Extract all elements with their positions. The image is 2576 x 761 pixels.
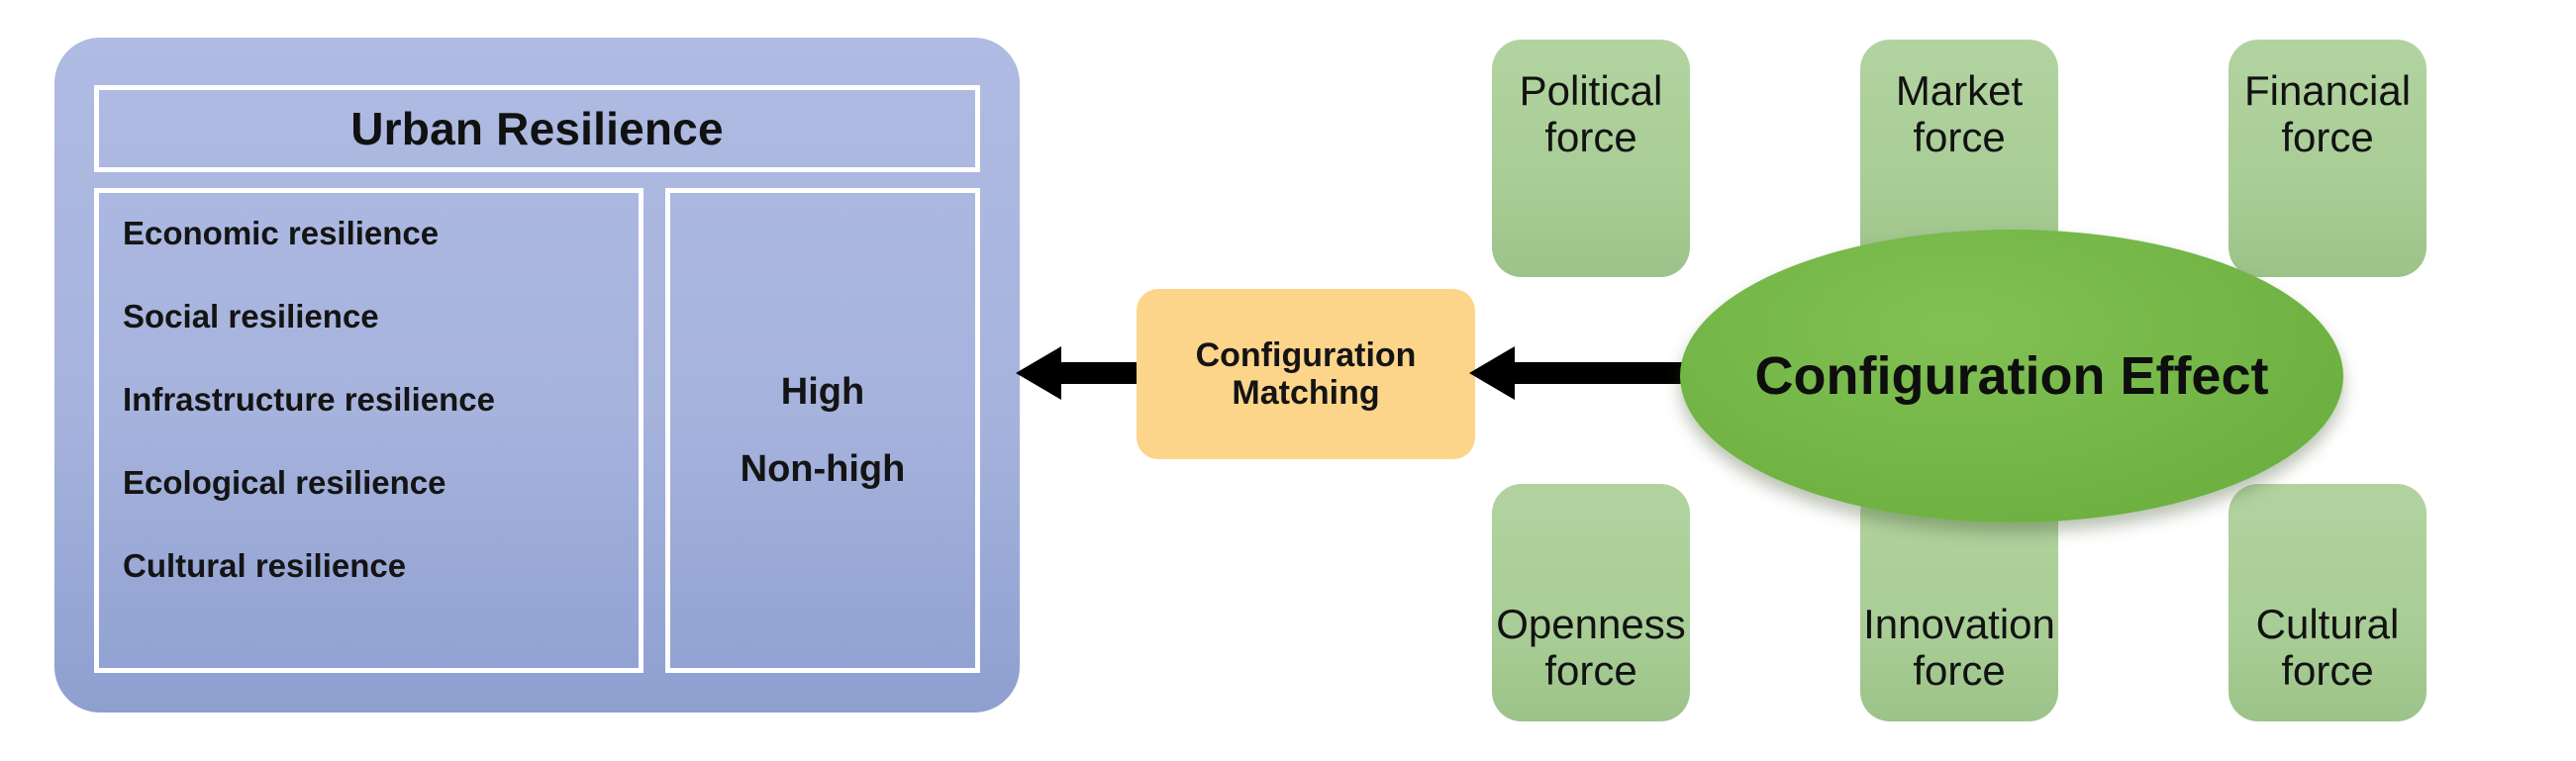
- list-item: Infrastructure resilience: [123, 381, 495, 418]
- list-item: Cultural resilience: [123, 547, 407, 584]
- resilience-level-high: High: [780, 371, 865, 413]
- arrow-effect-to-matching: [1469, 342, 1707, 404]
- force-label-line-1: Innovation: [1863, 600, 2055, 647]
- configuration-effect-label: Configuration Effect: [1754, 346, 2269, 406]
- force-label-line-1: Political: [1519, 67, 1663, 114]
- force-label-line-2: force: [1913, 114, 2006, 161]
- force-box-cultural: Cultural force: [2229, 484, 2427, 721]
- force-box-political: Political force: [1492, 40, 1690, 277]
- configuration-matching-line-2: Matching: [1232, 374, 1380, 412]
- resilience-dimensions-box: Economic resilience Social resilience In…: [94, 188, 644, 673]
- list-item: Ecological resilience: [123, 464, 446, 501]
- resilience-level-box: High Non-high: [665, 188, 980, 673]
- configuration-matching-line-1: Configuration: [1195, 335, 1417, 374]
- left-arrow-icon: [1469, 346, 1707, 400]
- force-label-line-2: force: [1913, 646, 2006, 694]
- force-label-line-1: Openness: [1496, 600, 1686, 647]
- force-label-line-1: Financial: [2243, 67, 2412, 114]
- list-item: Social resilience: [123, 298, 379, 334]
- resilience-level-non-high: Non-high: [740, 448, 906, 490]
- force-box-openness: Openness force: [1492, 484, 1690, 721]
- force-label-line-2: force: [1544, 646, 1637, 694]
- urban-resilience-panel: Urban Resilience Economic resilience Soc…: [54, 38, 1020, 713]
- urban-resilience-title-box: Urban Resilience: [94, 85, 980, 172]
- force-label-line-2: force: [1544, 114, 1637, 161]
- force-label-line-1: Market: [1895, 67, 2024, 114]
- force-box-financial: Financial force: [2229, 40, 2427, 277]
- force-label-line-2: force: [2281, 114, 2374, 161]
- configuration-effect-ellipse: Configuration Effect: [1680, 230, 2343, 523]
- force-label-line-2: force: [2281, 646, 2374, 694]
- list-item: Economic resilience: [123, 215, 440, 251]
- force-label-line-1: Cultural: [2255, 600, 2400, 647]
- arrow-matching-to-resilience: [1016, 342, 1142, 404]
- configuration-matching-box: Configuration Matching: [1137, 289, 1475, 459]
- force-box-innovation: Innovation force: [1860, 484, 2058, 721]
- left-arrow-icon: [1016, 346, 1142, 400]
- urban-resilience-title: Urban Resilience: [350, 103, 724, 154]
